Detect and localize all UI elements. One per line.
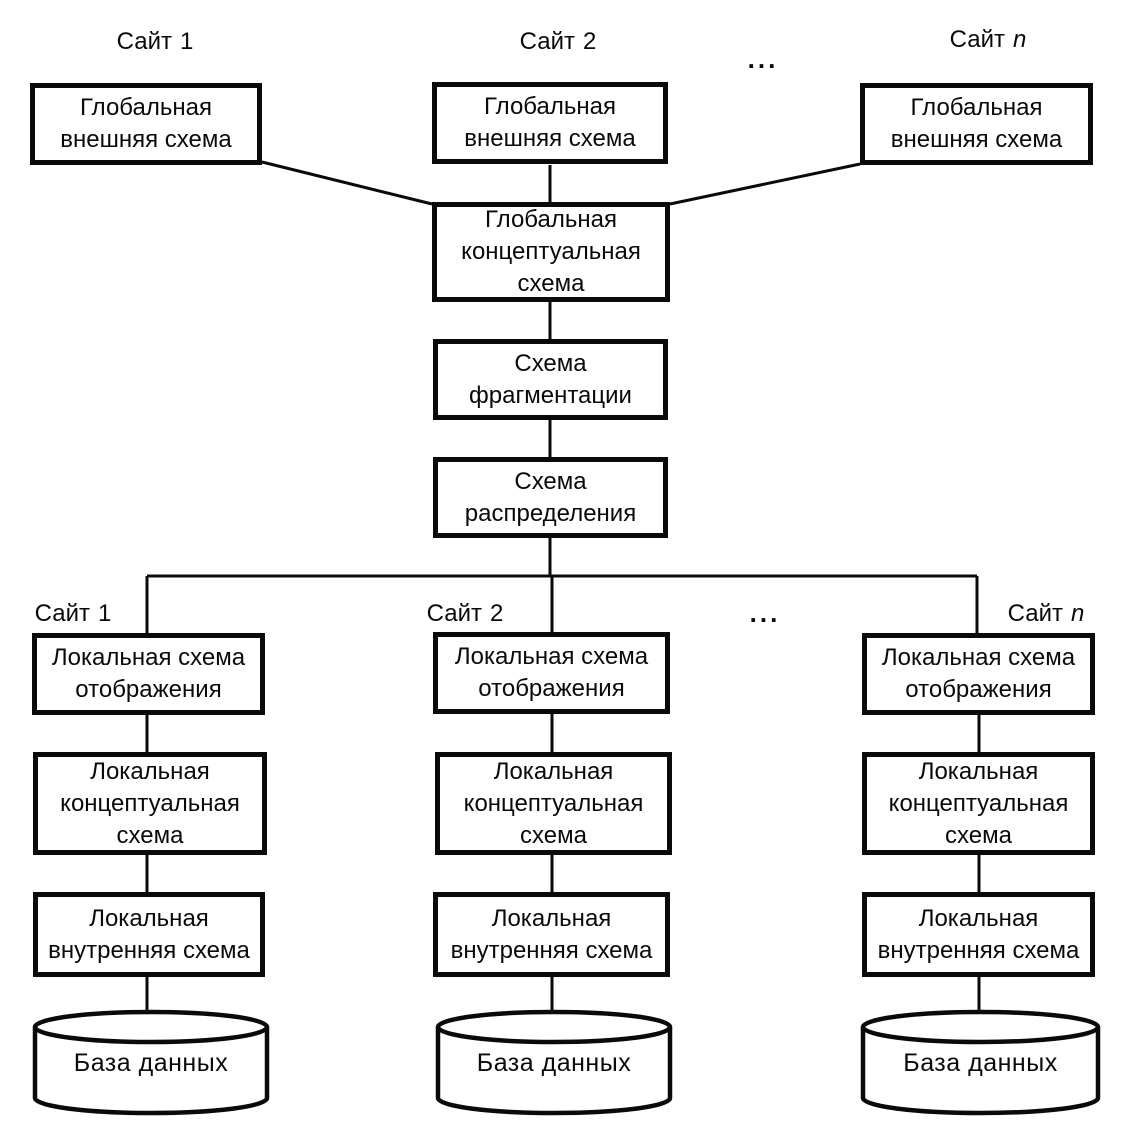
box-line: Локальная — [491, 904, 612, 932]
box-line: внутренняя схема — [450, 936, 653, 964]
db-label-site2: База данных — [476, 1049, 632, 1077]
site-label-text: Сайт — [519, 28, 575, 55]
box-line: Локальная — [90, 757, 210, 785]
box-line: Локальная — [493, 757, 614, 785]
database-cylinder-site1 — [32, 1009, 270, 1116]
ellipsis-top: ... — [747, 44, 779, 74]
box-line: фрагментации — [469, 381, 632, 409]
box-line: Схема — [514, 349, 587, 377]
database-cylinder-siten — [860, 1009, 1101, 1116]
connector-site1-to-conceptual — [261, 160, 433, 206]
database-cylinder-site2 — [435, 1009, 673, 1116]
box-line: внутренняя схема — [48, 936, 250, 964]
box-line: Глобальная — [485, 206, 617, 233]
box-line: внешняя схема — [890, 126, 1063, 153]
box-line: отображения — [905, 676, 1052, 703]
box-line: отображения — [75, 676, 222, 703]
site-label-text: Сайт — [34, 600, 90, 627]
box-local-conceptual-schema-siten: Локальная концептуальная схема — [862, 752, 1095, 855]
site-label-text: Сайт — [426, 600, 482, 627]
connector-siten-to-conceptual — [669, 162, 861, 206]
box-local-mapping-schema-site2: Локальная схема отображения — [433, 632, 670, 714]
box-line: схема — [517, 270, 585, 297]
box-line: Схема — [514, 467, 587, 495]
box-allocation-schema: Схема распределения — [433, 457, 668, 538]
box-line: концептуальная — [60, 789, 240, 817]
box-line: внешняя схема — [464, 125, 636, 152]
box-line: схема — [945, 821, 1012, 849]
box-local-internal-schema-siten: Локальная внутренняя схема — [862, 892, 1095, 977]
box-line: Глобальная — [484, 93, 616, 120]
box-local-internal-schema-site2: Локальная внутренняя схема — [433, 892, 670, 977]
box-line: концептуальная — [461, 238, 641, 265]
box-line: Глобальная — [80, 94, 212, 121]
box-local-mapping-schema-site1: Локальная схема отображения — [32, 633, 265, 715]
box-global-conceptual-schema: Глобальная концептуальная схема — [432, 202, 670, 302]
box-line: внешняя схема — [60, 126, 232, 153]
box-line: распределения — [464, 499, 637, 527]
box-line: схема — [116, 821, 184, 849]
box-local-mapping-schema-siten: Локальная схема отображения — [862, 633, 1095, 715]
site-label-text: Сайт — [949, 26, 1005, 53]
box-line: концептуальная — [888, 789, 1069, 817]
box-line: схема — [520, 821, 587, 849]
box-global-external-schema-siten: Глобальная внешняя схема — [860, 83, 1093, 165]
site-label-text: Сайт — [1007, 600, 1063, 627]
box-line: Локальная схема — [881, 644, 1076, 671]
box-line: внутренняя схема — [877, 936, 1080, 964]
box-line: концептуальная — [463, 789, 644, 817]
db-label-siten: База данных — [903, 1049, 1058, 1077]
box-line: Локальная схема — [51, 644, 246, 671]
box-local-conceptual-schema-site1: Локальная концептуальная схема — [33, 752, 267, 855]
box-local-conceptual-schema-site2: Локальная концептуальная схема — [435, 752, 672, 855]
box-fragmentation-schema: Схема фрагментации — [433, 339, 668, 420]
box-global-external-schema-site2: Глобальная внешняя схема — [432, 82, 668, 164]
box-line: Локальная — [89, 904, 209, 932]
box-line: Локальная схема — [454, 643, 649, 670]
db-label-site1: База данных — [73, 1049, 229, 1077]
box-line: Глобальная — [910, 94, 1043, 121]
box-line: Локальная — [918, 757, 1039, 785]
ellipsis-bottom: ... — [749, 598, 781, 628]
box-local-internal-schema-site1: Локальная внутренняя схема — [33, 892, 265, 977]
box-line: отображения — [478, 675, 625, 702]
site-label-text: Сайт — [116, 28, 172, 55]
box-line: Локальная — [918, 904, 1039, 932]
box-global-external-schema-site1: Глобальная внешняя схема — [30, 83, 262, 165]
